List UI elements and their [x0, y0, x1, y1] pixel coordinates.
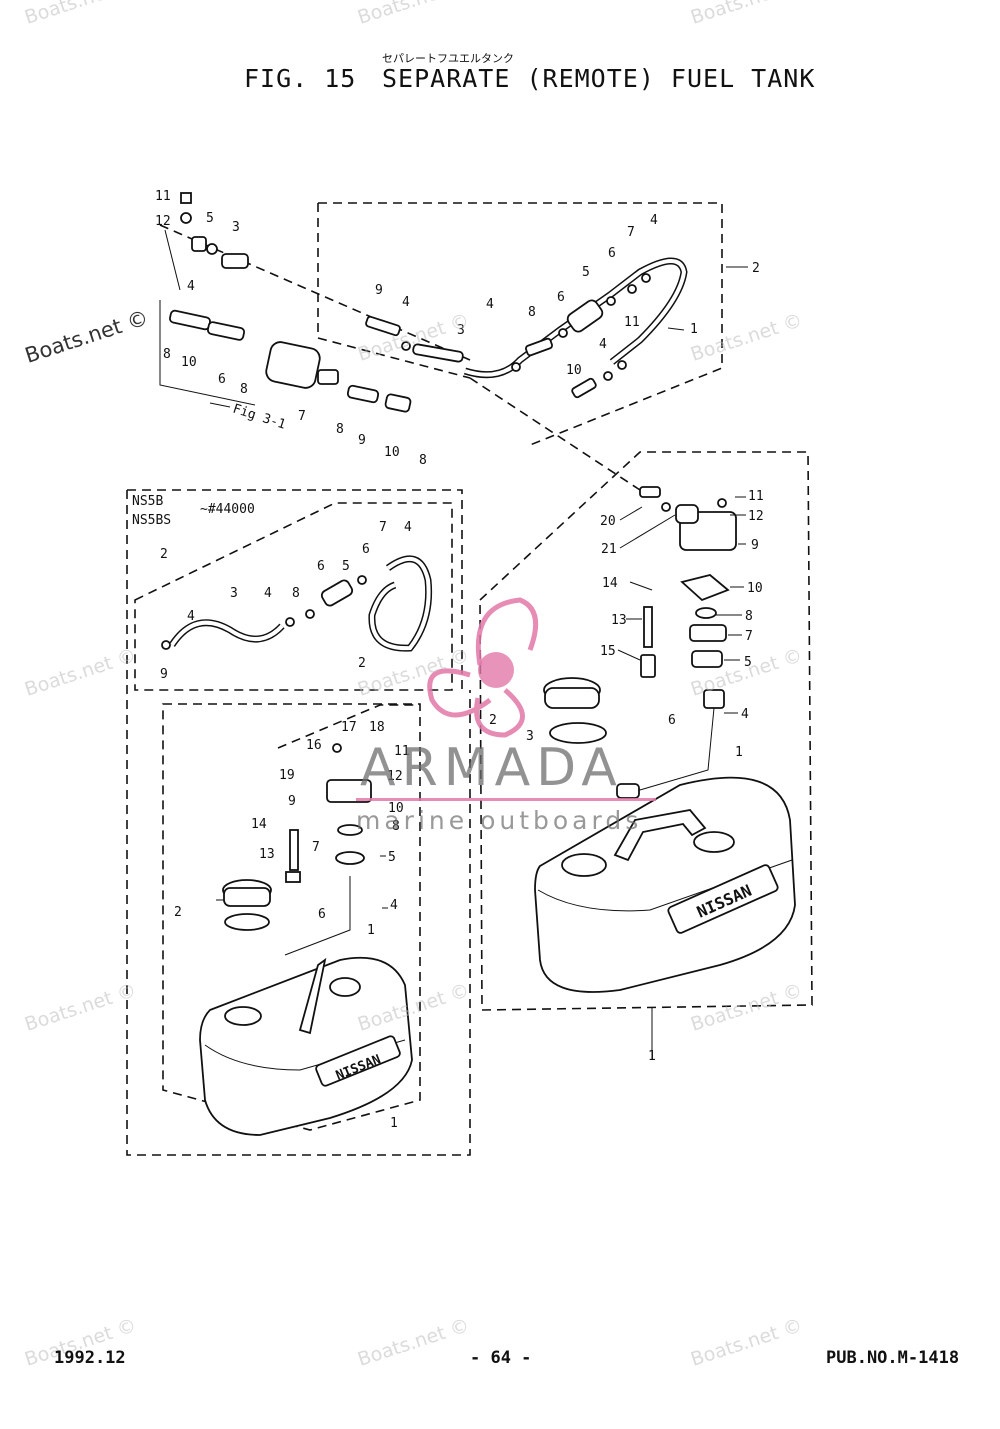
- label-19: 19: [279, 768, 295, 783]
- label-13: 13: [611, 613, 627, 628]
- label-14: 14: [602, 576, 618, 591]
- label-9: 9: [160, 667, 168, 682]
- main-tank-group: [479, 451, 813, 1060]
- label-10: 10: [388, 801, 404, 816]
- label-1: 1: [390, 1116, 398, 1131]
- label-6: 6: [668, 713, 676, 728]
- footer-page-number: - 64 -: [470, 1348, 532, 1368]
- label-3: 3: [457, 323, 465, 338]
- label-3: 3: [230, 586, 238, 601]
- label-11: 11: [155, 189, 171, 204]
- label-4: 4: [650, 213, 658, 228]
- model-ns5b: NS5B: [132, 494, 163, 509]
- small-fuel-tank: [199, 743, 413, 1136]
- label-9: 9: [288, 794, 296, 809]
- label-6: 6: [557, 290, 565, 305]
- label-11: 11: [394, 744, 410, 759]
- label-6: 6: [608, 246, 616, 261]
- label-4: 4: [187, 279, 195, 294]
- label-4: 4: [599, 337, 607, 352]
- serial-range: ~#44000: [200, 502, 255, 517]
- label-4: 4: [264, 586, 272, 601]
- label-5: 5: [744, 655, 752, 670]
- fig-reference: Fig 3-1: [231, 402, 288, 433]
- label-10: 10: [384, 445, 400, 460]
- label-10: 10: [566, 363, 582, 378]
- label-11: 11: [748, 489, 764, 504]
- label-7: 7: [745, 629, 753, 644]
- label-4: 4: [404, 520, 412, 535]
- label-8: 8: [336, 422, 344, 437]
- label-1: 1: [648, 1049, 656, 1064]
- label-14: 14: [251, 817, 267, 832]
- label-17: 17: [341, 720, 357, 735]
- label-2: 2: [358, 656, 366, 671]
- label-6: 6: [317, 559, 325, 574]
- footer-date: 1992.12: [54, 1348, 126, 1368]
- label-4: 4: [402, 295, 410, 310]
- armada-watermark: ARMADA: [360, 738, 623, 798]
- page-title: SEPARATE (REMOTE) FUEL TANK: [382, 64, 816, 93]
- label-4: 4: [741, 707, 749, 722]
- label-12: 12: [155, 214, 171, 229]
- label-2: 2: [489, 713, 497, 728]
- label-10: 10: [747, 581, 763, 596]
- japanese-title: セパレートフユエルタンク: [382, 52, 514, 65]
- label-1: 1: [735, 745, 743, 760]
- label-3: 3: [526, 729, 534, 744]
- label-8: 8: [745, 609, 753, 624]
- label-12: 12: [748, 509, 764, 524]
- label-5: 5: [388, 850, 396, 865]
- label-10: 10: [181, 355, 197, 370]
- label-8: 8: [240, 382, 248, 397]
- label-13: 13: [259, 847, 275, 862]
- label-6: 6: [318, 907, 326, 922]
- label-4: 4: [187, 609, 195, 624]
- model-ns5bs: NS5BS: [132, 513, 171, 528]
- label-7: 7: [627, 225, 635, 240]
- label-8: 8: [528, 305, 536, 320]
- label-7: 7: [298, 409, 306, 424]
- label-6: 6: [362, 542, 370, 557]
- label-8: 8: [292, 586, 300, 601]
- label-9: 9: [751, 538, 759, 553]
- figure-number: FIG. 15: [244, 64, 357, 93]
- inset-ns5b-box: [126, 489, 471, 1156]
- armada-underline: [356, 798, 656, 801]
- label-9: 9: [358, 433, 366, 448]
- label-8: 8: [392, 819, 400, 834]
- label-7: 7: [312, 840, 320, 855]
- label-1: 1: [690, 322, 698, 337]
- label-15: 15: [600, 644, 616, 659]
- label-7: 7: [379, 520, 387, 535]
- label-9: 9: [375, 283, 383, 298]
- label-2: 2: [174, 905, 182, 920]
- label-16: 16: [306, 738, 322, 753]
- label-18: 18: [369, 720, 385, 735]
- label-12: 12: [387, 769, 403, 784]
- label-11: 11: [624, 315, 640, 330]
- brand-plate-large: NISSAN: [694, 881, 755, 922]
- label-5: 5: [342, 559, 350, 574]
- leader-lines: [216, 266, 748, 909]
- label-1: 1: [367, 923, 375, 938]
- label-4: 4: [486, 297, 494, 312]
- label-6: 6: [218, 372, 226, 387]
- label-8: 8: [163, 347, 171, 362]
- footer-publication: PUB.NO.M-1418: [826, 1348, 960, 1368]
- armada-tagline: marine outboards: [356, 806, 643, 835]
- label-2: 2: [160, 547, 168, 562]
- brand-plate-small: NISSAN: [334, 1052, 383, 1084]
- label-21: 21: [601, 542, 617, 557]
- label-5: 5: [206, 211, 214, 226]
- label-3: 3: [232, 220, 240, 235]
- label-4: 4: [390, 898, 398, 913]
- label-8: 8: [419, 453, 427, 468]
- hose-assembly-top: [159, 192, 723, 491]
- label-2: 2: [752, 261, 760, 276]
- label-20: 20: [600, 514, 616, 529]
- label-5: 5: [582, 265, 590, 280]
